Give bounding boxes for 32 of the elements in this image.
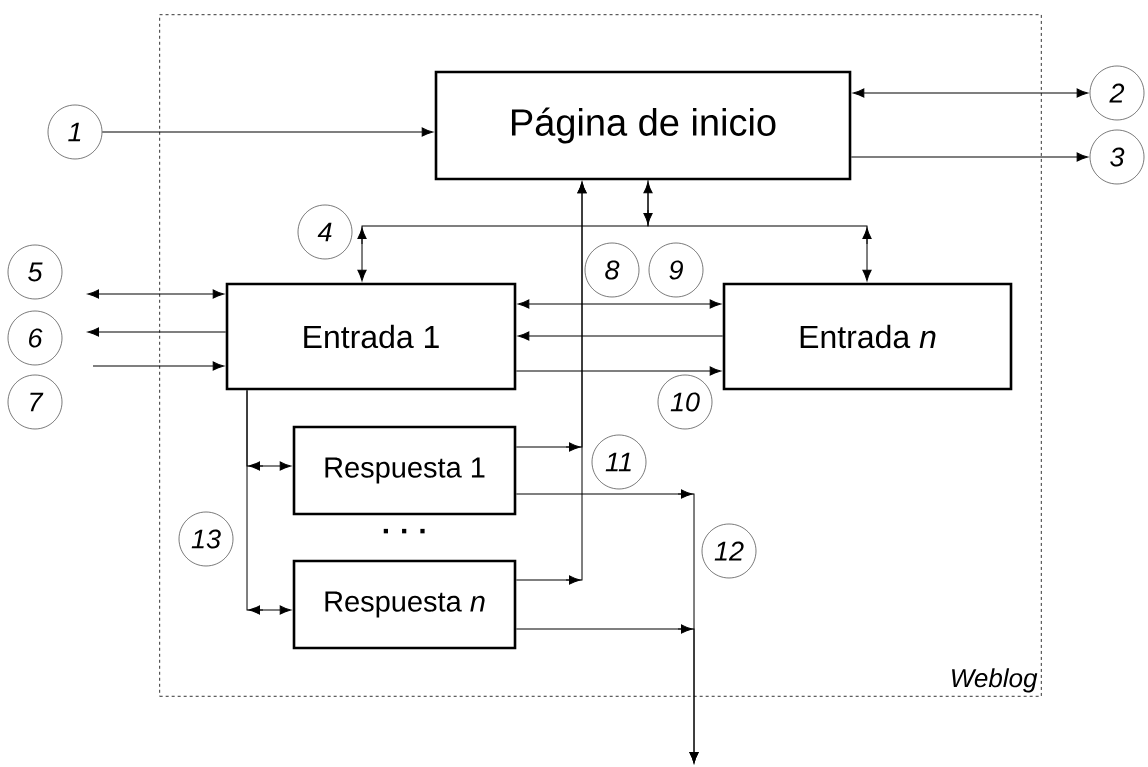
callout-number: 2 <box>1089 65 1145 121</box>
arrow <box>517 331 724 341</box>
arrow <box>246 389 292 615</box>
callout-number: 11 <box>591 434 647 490</box>
arrow <box>515 181 587 585</box>
callout-number: 8 <box>584 242 640 298</box>
ellipsis: · · · <box>383 528 425 534</box>
callout-number: 1 <box>47 104 103 160</box>
arrow <box>517 299 722 309</box>
callout-number: 12 <box>701 523 757 579</box>
arrow <box>87 327 227 337</box>
callout-number: 4 <box>297 204 353 260</box>
process-box: Respuesta n <box>292 559 517 650</box>
callout-number: 10 <box>657 374 713 430</box>
process-box: Página de inicio <box>434 70 852 181</box>
process-box: Respuesta 1 <box>292 425 517 516</box>
arrow <box>850 152 1089 162</box>
callout-number: 5 <box>7 244 63 300</box>
callout-number: 9 <box>648 242 704 298</box>
callout-number: 13 <box>178 511 234 567</box>
callout-number: 7 <box>7 374 63 430</box>
callout-number: 3 <box>1089 129 1145 185</box>
arrow <box>87 289 225 299</box>
arrow <box>852 88 1089 98</box>
arrow <box>515 624 699 764</box>
process-box: Entrada 1 <box>225 282 517 391</box>
arrow <box>647 179 872 282</box>
arrow <box>515 366 722 376</box>
process-box: Entrada n <box>722 282 1013 391</box>
arrow <box>92 361 225 371</box>
callout-number: 6 <box>7 310 63 366</box>
arrow <box>101 127 434 137</box>
